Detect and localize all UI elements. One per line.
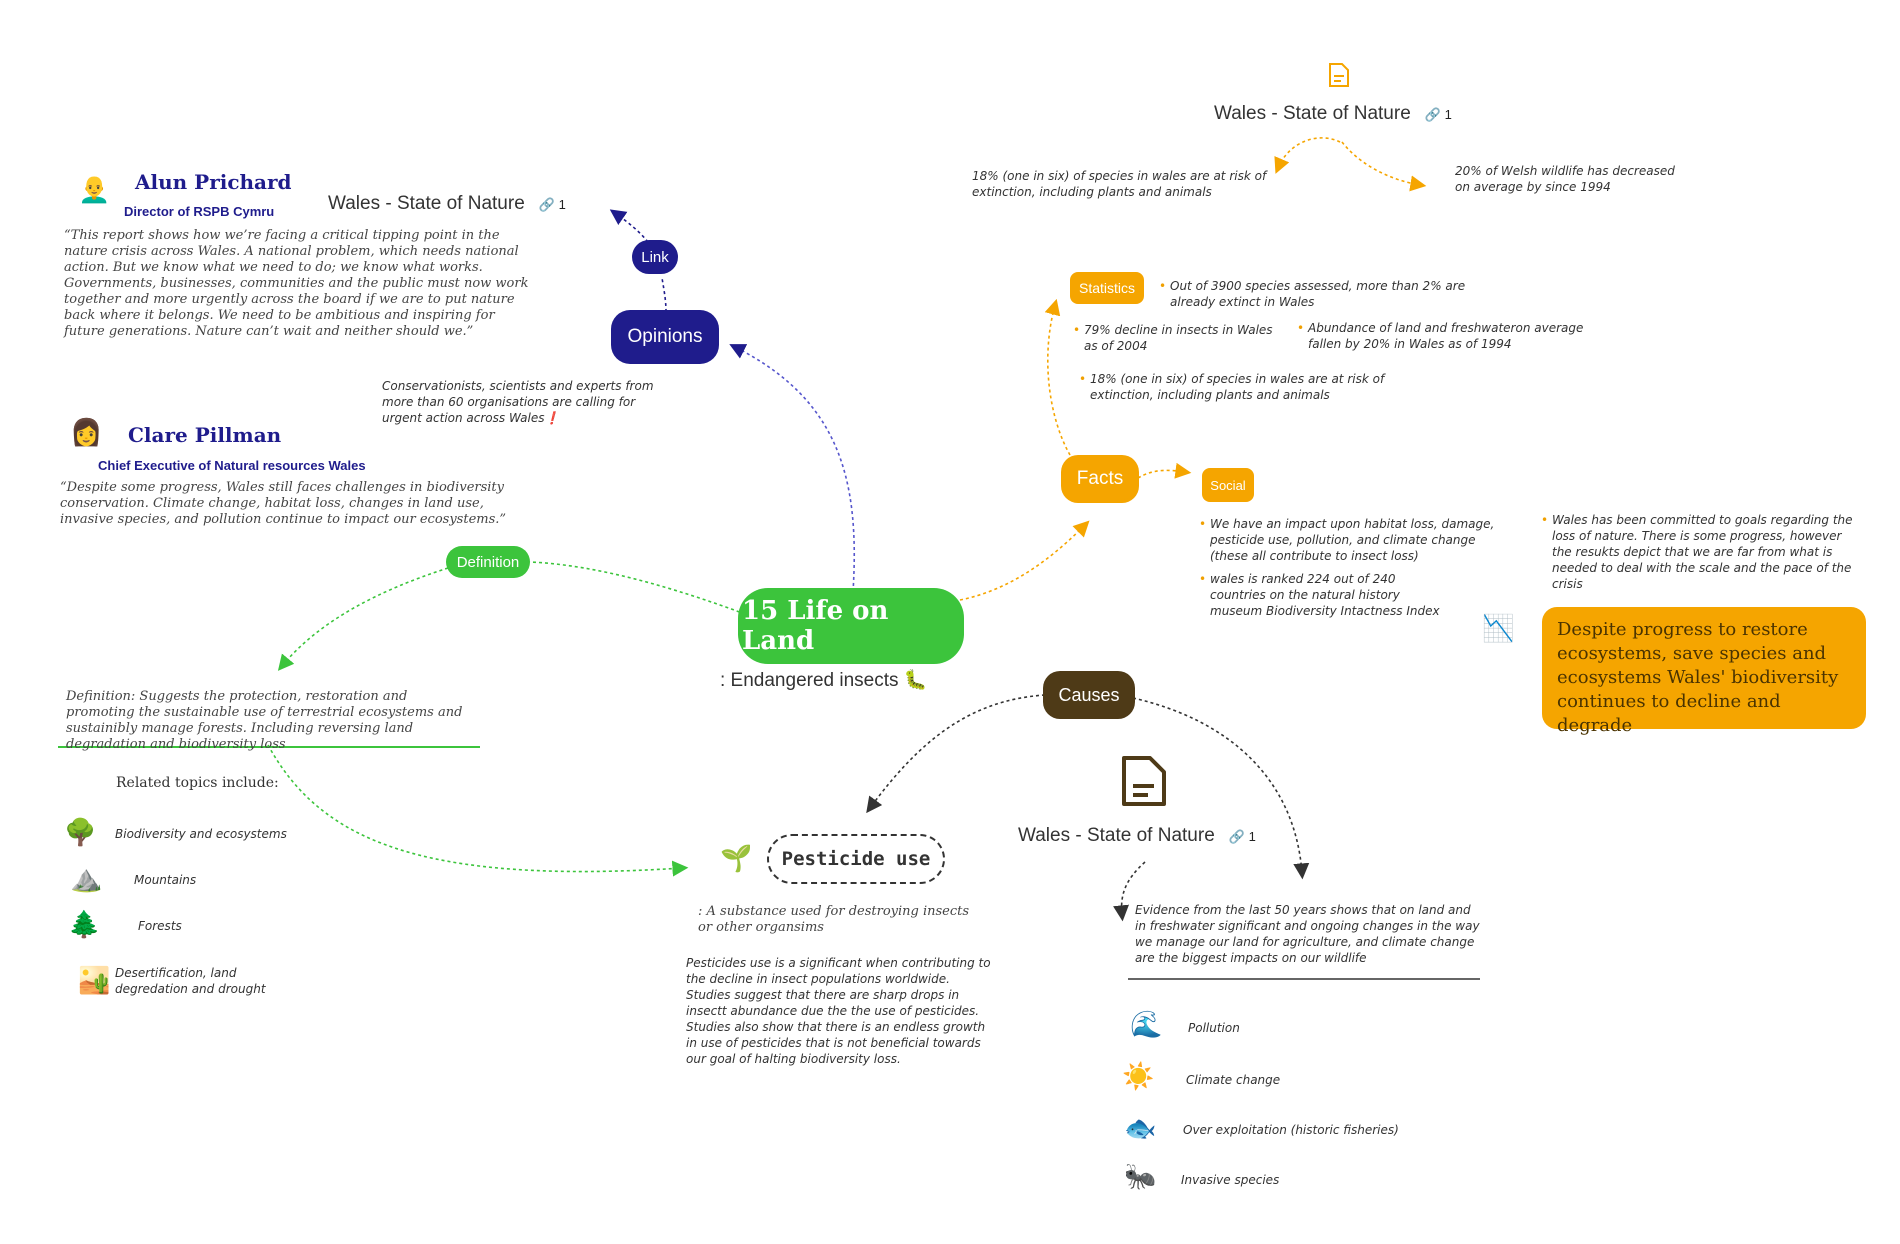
cause-item: Invasive species (1181, 1173, 1280, 1187)
link-count[interactable]: 🔗 1 (1228, 829, 1256, 844)
opinions-doc-title: Wales - State of Nature (328, 193, 525, 214)
ant-icon: 🐜 (1124, 1162, 1157, 1192)
link-doc-left (1274, 137, 1341, 174)
person-role: Director of RSPB Cymru (124, 204, 275, 219)
causes-doc-link[interactable]: Wales - State of Nature 🔗 1 (1018, 825, 1256, 847)
causes-evidence: Evidence from the last 50 years shows th… (1135, 903, 1480, 965)
facts-doc-link[interactable]: Wales - State of Nature 🔗 1 (1214, 103, 1452, 125)
causes-label: Causes (1058, 684, 1120, 705)
definition-node[interactable]: Definition (446, 546, 530, 578)
statistic-item: 79% decline in insects in Wales as of 20… (1073, 322, 1284, 354)
pesticide-node[interactable]: Pesticide use (767, 834, 945, 884)
person-name: Alun Prichard (135, 170, 292, 194)
evergreen-icon: 🌲 (68, 910, 101, 940)
link-center-opinions (729, 344, 856, 593)
opinions-node[interactable]: Opinions (614, 313, 716, 361)
cause-item: Climate change (1186, 1073, 1281, 1087)
document-icon (1328, 62, 1350, 88)
statistic-item: 18% (one in six) of species in wales are… (1079, 371, 1400, 403)
desert-icon: 🏜️ (78, 966, 111, 996)
central-topic-title: 15 Life on Land (742, 596, 889, 656)
doc-fact-right: 20% of Welsh wildlife has decreased on a… (1455, 164, 1675, 194)
facts-node[interactable]: Facts (1064, 458, 1136, 500)
person-icon: 👨‍🦲 (78, 175, 111, 205)
related-topic: Mountains (134, 873, 197, 887)
social-item: We have an impact upon habitat loss, dam… (1199, 516, 1515, 564)
person-quote: “This report shows how we’re facing a cr… (64, 228, 529, 339)
cause-item: Over exploitation (historic fisheries) (1183, 1123, 1399, 1137)
related-topic: Biodiversity and ecosystems (115, 827, 287, 841)
sun-icon: ☀️ (1122, 1062, 1155, 1092)
link-definition-text (277, 567, 449, 671)
link-opinions-link (661, 277, 667, 313)
related-topic: Desertification, land degredation and dr… (115, 966, 266, 996)
facts-label: Facts (1076, 468, 1124, 489)
link-facts-statistics (1044, 298, 1071, 456)
facts-doc-title: Wales - State of Nature (1214, 103, 1411, 124)
opinions-note: Conservationists, scientists and experts… (382, 379, 654, 425)
pesticide-label: Pesticide use (781, 848, 931, 870)
statistic-item: Abundance of land and freshwateron avera… (1297, 320, 1608, 352)
mountain-icon: ⛰️ (70, 864, 103, 894)
social-item: wales is ranked 224 out of 240 countries… (1199, 571, 1440, 619)
conclusion-text: Despite progress to restore ecosystems, … (1557, 619, 1839, 736)
person-name: Clare Pillman (128, 423, 282, 447)
conclusion-box: Despite progress to restore ecosystems, … (1545, 610, 1863, 736)
statistic-item: Out of 3900 species assessed, more than … (1159, 278, 1470, 310)
person-quote: “Despite some progress, Wales still face… (60, 480, 507, 527)
link-node[interactable]: Link (632, 240, 678, 274)
statistics-label: Statistics (1078, 280, 1135, 296)
social-label: Social (1210, 477, 1246, 493)
social-node[interactable]: Social (1202, 468, 1254, 502)
tree-icon: 🌳 (64, 818, 97, 848)
statistics-node[interactable]: Statistics (1070, 272, 1144, 304)
link-definition-pesticide (267, 744, 689, 877)
link-center-facts (959, 520, 1090, 601)
pesticide-text: Pesticides use is a significant when con… (686, 956, 991, 1066)
commitment-note: Wales has been committed to goals regard… (1541, 512, 1862, 592)
central-topic[interactable]: 15 Life on Land (742, 592, 960, 660)
link-label: Link (641, 248, 669, 266)
link-causes-pesticide (866, 694, 1046, 814)
wave-icon: 🌊 (1130, 1010, 1163, 1040)
opinions-doc-link[interactable]: Wales - State of Nature 🔗 1 (328, 193, 566, 215)
related-topics-title: Related topics include: (116, 775, 279, 791)
link-link-doc (609, 209, 649, 243)
definition-label: Definition (456, 553, 520, 571)
person-role: Chief Executive of Natural resources Wal… (98, 458, 366, 473)
chart-decreasing-icon: 📉 (1482, 614, 1515, 644)
fish-icon: 🐟 (1124, 1114, 1157, 1144)
person-icon: 👩 (70, 418, 103, 448)
definition-text: Definition: Suggests the protection, res… (66, 689, 463, 752)
pesticide-definition: : A substance used for destroying insect… (698, 904, 970, 935)
seedling-icon: 🌱 (720, 844, 753, 874)
link-facts-social (1137, 462, 1192, 479)
link-center-definition (529, 561, 746, 615)
opinions-label: Opinions (627, 326, 703, 347)
link-count[interactable]: 🔗 1 (1424, 107, 1452, 122)
cause-item: Pollution (1188, 1021, 1240, 1035)
doc-fact-left: 18% (one in six) of species in wales are… (972, 169, 1267, 199)
link-doc-right (1341, 141, 1427, 192)
link-count[interactable]: 🔗 1 (538, 197, 566, 212)
causes-doc-title: Wales - State of Nature (1018, 825, 1215, 846)
document-icon (1120, 754, 1168, 808)
central-subtitle: : Endangered insects 🐛 (720, 670, 928, 691)
causes-node[interactable]: Causes (1046, 674, 1132, 716)
related-topic: Forests (138, 919, 182, 933)
